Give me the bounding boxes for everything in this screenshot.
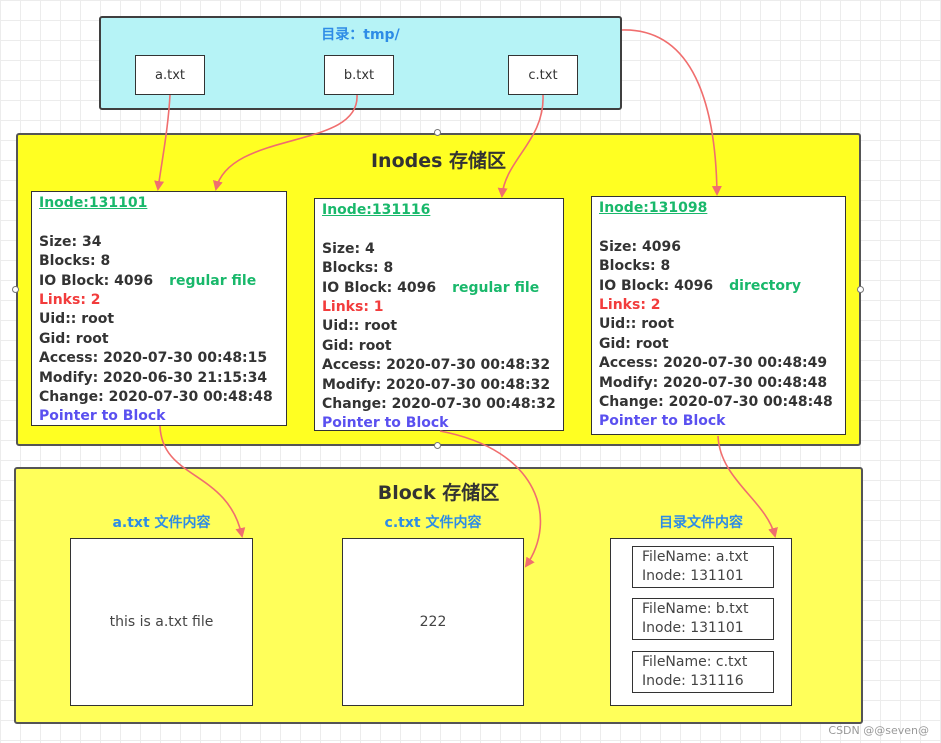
dir-entry-inode: Inode: 131101	[642, 568, 744, 584]
inode-id: Inode:131116	[322, 202, 431, 218]
inode-blocks: Blocks: 8	[322, 260, 394, 277]
inode-modify: Modify: 2020-07-30 00:48:32	[322, 376, 551, 393]
inode-uid: Uid:: root	[39, 311, 115, 328]
inode-modify: Modify: 2020-07-30 00:48:48	[599, 374, 828, 391]
inode-size: Size: 4	[322, 240, 375, 257]
file-b-box[interactable]: b.txt	[324, 55, 394, 95]
inode-pointer-to-block: Pointer to Block	[599, 413, 726, 430]
inode-io-block: IO Block: 4096	[39, 272, 154, 289]
inode-gid: Gid: root	[599, 335, 669, 352]
inode-pointer-to-block: Pointer to Block	[39, 408, 166, 425]
inode-size: Size: 34	[39, 233, 102, 250]
inode-blocks: Blocks: 8	[599, 258, 671, 275]
inode-gid: Gid: root	[39, 330, 109, 347]
inode-io-block: IO Block: 4096	[599, 277, 714, 294]
dir-entry-a[interactable]: FileName: a.txt Inode: 131101	[632, 546, 774, 588]
inode-change: Change: 2020-07-30 00:48:48	[599, 394, 833, 411]
dir-entry-filename: FileName: a.txt	[642, 549, 749, 565]
inode-id: Inode:131101	[39, 195, 148, 211]
block-label-c: c.txt 文件内容	[384, 515, 482, 531]
dir-entry-inode: Inode: 131116	[642, 673, 744, 689]
resize-handle-right[interactable]	[857, 286, 864, 293]
inode-file-type: directory	[729, 277, 801, 294]
inode-links: Links: 2	[39, 292, 101, 309]
dir-entry-inode: Inode: 131101	[642, 620, 744, 636]
inode-uid: Uid:: root	[322, 318, 398, 335]
block-label-dir: 目录文件内容	[659, 515, 743, 531]
watermark: CSDN @@seven@	[828, 724, 929, 737]
inode-io-block-row: IO Block: 4096 directory	[599, 277, 838, 296]
inode-modify: Modify: 2020-06-30 21:15:34	[39, 369, 268, 386]
dir-entry-filename: FileName: c.txt	[642, 654, 748, 670]
inode-links: Links: 1	[322, 299, 384, 316]
inode-change: Change: 2020-07-30 00:48:32	[322, 396, 556, 413]
inode-links: Links: 2	[599, 297, 661, 314]
dir-entry-b[interactable]: FileName: b.txt Inode: 131101	[632, 598, 774, 640]
inode-access: Access: 2020-07-30 00:48:32	[322, 357, 551, 374]
block-a-content[interactable]: this is a.txt file	[70, 538, 253, 706]
block-label-a: a.txt 文件内容	[112, 515, 211, 531]
resize-handle-top[interactable]	[434, 129, 441, 136]
inode-io-block-row: IO Block: 4096 regular file	[322, 279, 556, 298]
inode-id: Inode:131098	[599, 200, 708, 216]
inode-io-block-row: IO Block: 4096 regular file	[39, 272, 279, 291]
block-c-content[interactable]: 222	[342, 538, 524, 706]
inode-card-131098[interactable]: Inode:131098 Size: 4096 Blocks: 8 IO Blo…	[591, 196, 846, 435]
inode-file-type: regular file	[169, 272, 257, 289]
resize-handle-bottom[interactable]	[434, 442, 441, 449]
directory-title: 目录：tmp/	[321, 27, 400, 43]
block-content-text: this is a.txt file	[109, 614, 214, 630]
inode-pointer-to-block: Pointer to Block	[322, 415, 449, 432]
block-store-title: Block 存储区	[377, 482, 500, 504]
inode-blocks: Blocks: 8	[39, 253, 111, 270]
inode-change: Change: 2020-07-30 00:48:48	[39, 389, 273, 406]
inode-card-131101[interactable]: Inode:131101 Size: 34 Blocks: 8 IO Block…	[31, 191, 287, 426]
file-a-box[interactable]: a.txt	[135, 55, 205, 95]
inode-access: Access: 2020-07-30 00:48:49	[599, 355, 828, 372]
inode-store-title: Inodes 存储区	[370, 150, 507, 172]
inode-access: Access: 2020-07-30 00:48:15	[39, 350, 268, 367]
inode-gid: Gid: root	[322, 337, 392, 354]
resize-handle-left[interactable]	[12, 286, 19, 293]
inode-card-131116[interactable]: Inode:131116 Size: 4 Blocks: 8 IO Block:…	[314, 198, 564, 431]
dir-entry-filename: FileName: b.txt	[642, 601, 749, 617]
inode-file-type: regular file	[452, 279, 540, 296]
block-content-text: 222	[419, 614, 447, 630]
inode-io-block: IO Block: 4096	[322, 279, 437, 296]
inode-size: Size: 4096	[599, 238, 681, 255]
dir-entry-c[interactable]: FileName: c.txt Inode: 131116	[632, 651, 774, 693]
file-c-box[interactable]: c.txt	[508, 55, 578, 95]
inode-uid: Uid:: root	[599, 316, 675, 333]
